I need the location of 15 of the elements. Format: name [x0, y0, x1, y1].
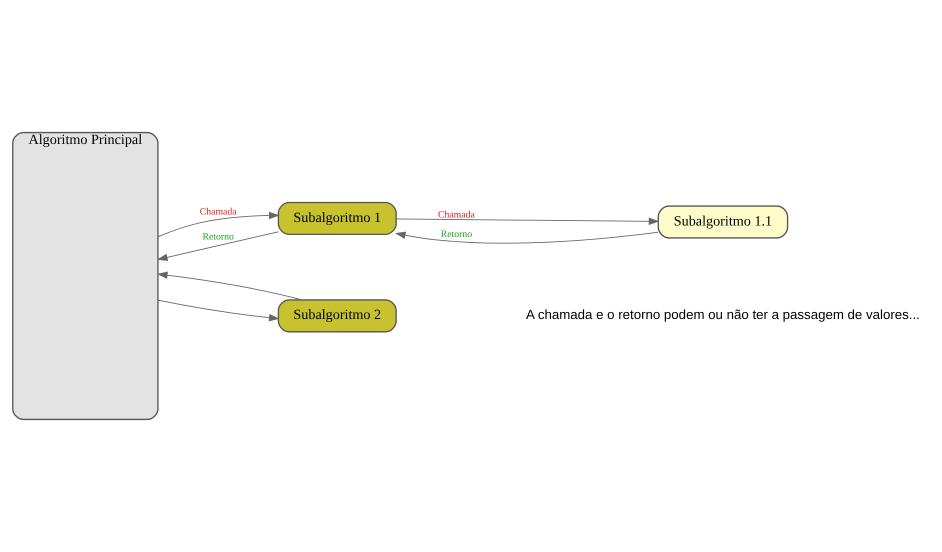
arrow [156, 271, 302, 300]
label: A chamada e o retorno podem ou não ter a passagem de valores... [526, 306, 920, 322]
edge-label: Retorno [440, 228, 472, 240]
node-box: Subalgoritmo 2 [278, 299, 397, 332]
node-box: Subalgoritmo 1.1 [658, 205, 788, 239]
arrow [394, 232, 659, 244]
arrow [158, 212, 280, 238]
edge-label: Retorno [202, 232, 234, 243]
node-box: Algoritmo Principal [12, 132, 159, 420]
edge-label: Chamada [200, 206, 237, 218]
arrow [396, 218, 660, 226]
arrow [156, 231, 279, 261]
edge-label: Chamada [438, 209, 475, 220]
arrow [158, 300, 280, 322]
node-box: Subalgoritmo 1 [278, 202, 397, 236]
